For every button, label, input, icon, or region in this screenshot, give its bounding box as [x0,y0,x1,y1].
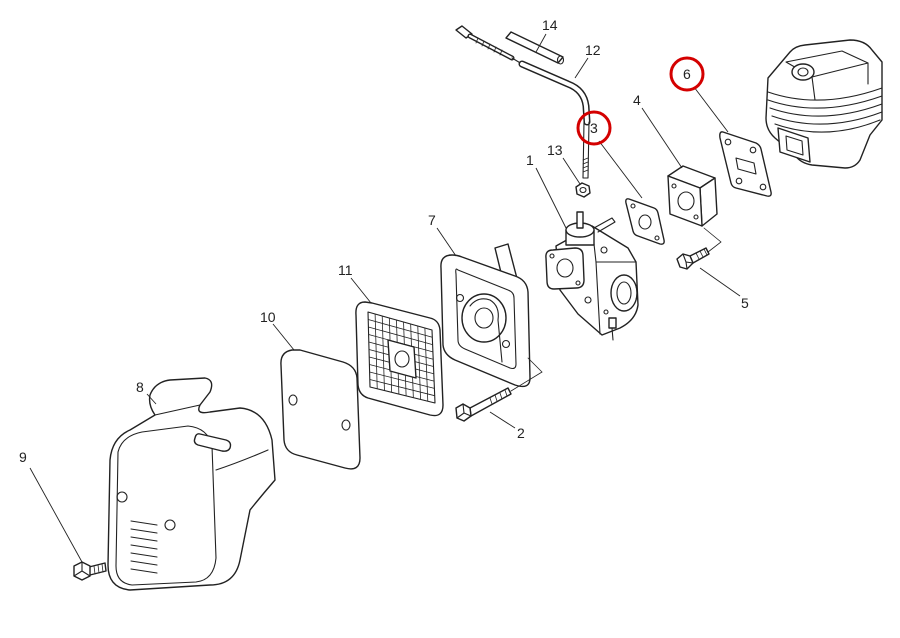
leader-13 [562,157,581,185]
highlight-circle-3 [576,110,612,146]
insulator-block-4 [667,165,718,227]
bolt-2 [455,387,512,422]
bolt-9 [73,561,107,581]
leader-1 [535,167,567,229]
callout-7: 7 [428,212,436,228]
leader-6 [693,86,729,133]
leader-2 [489,411,516,429]
callout-1: 1 [526,152,534,168]
element-grid-11 [355,301,444,417]
leader-10 [272,323,295,351]
callout-4: 4 [633,92,641,108]
leader-14 [535,33,547,53]
callout-12: 12 [585,42,601,58]
gasket-3 [625,198,665,245]
engine-cylinder [765,39,883,169]
carburetor-1 [545,211,639,341]
bolt-5 [676,247,710,270]
mesh-line [368,326,434,346]
leader-11 [350,277,372,304]
callout-14: 14 [542,17,558,33]
callout-9: 9 [19,449,27,465]
adjuster-nut-13 [575,182,591,198]
leader-4 [641,107,683,169]
leader-8 [146,393,157,405]
callout-11: 11 [338,262,353,278]
cable-sleeve-14 [505,31,565,65]
callout-8: 8 [136,379,144,395]
mesh-line [369,379,435,397]
throttle-cable-12 [455,25,591,179]
callout-2: 2 [517,425,525,441]
leader-lines [29,33,741,563]
air-cleaner-cover-8 [107,377,276,591]
callout-13: 13 [547,142,563,158]
leader-12 [574,57,589,79]
mesh-line [368,319,433,338]
callout-10: 10 [260,309,276,325]
assembly-lines [510,227,722,392]
leader-9 [29,467,83,563]
filter-element-10 [280,349,361,470]
leader-3 [598,140,643,199]
highlight-circles [576,56,705,146]
callout-5: 5 [741,295,749,311]
leader-7 [436,227,457,257]
callout-3: 3 [590,120,598,136]
mesh-line [369,371,435,389]
air-cleaner-base-7 [440,243,531,388]
callout-6: 6 [683,66,691,82]
highlight-circle-6 [669,56,705,92]
gasket-6 [719,131,772,197]
callout-labels: 1 2 3 4 5 6 7 8 9 10 11 12 13 14 [19,17,749,465]
leader-5 [699,267,741,297]
